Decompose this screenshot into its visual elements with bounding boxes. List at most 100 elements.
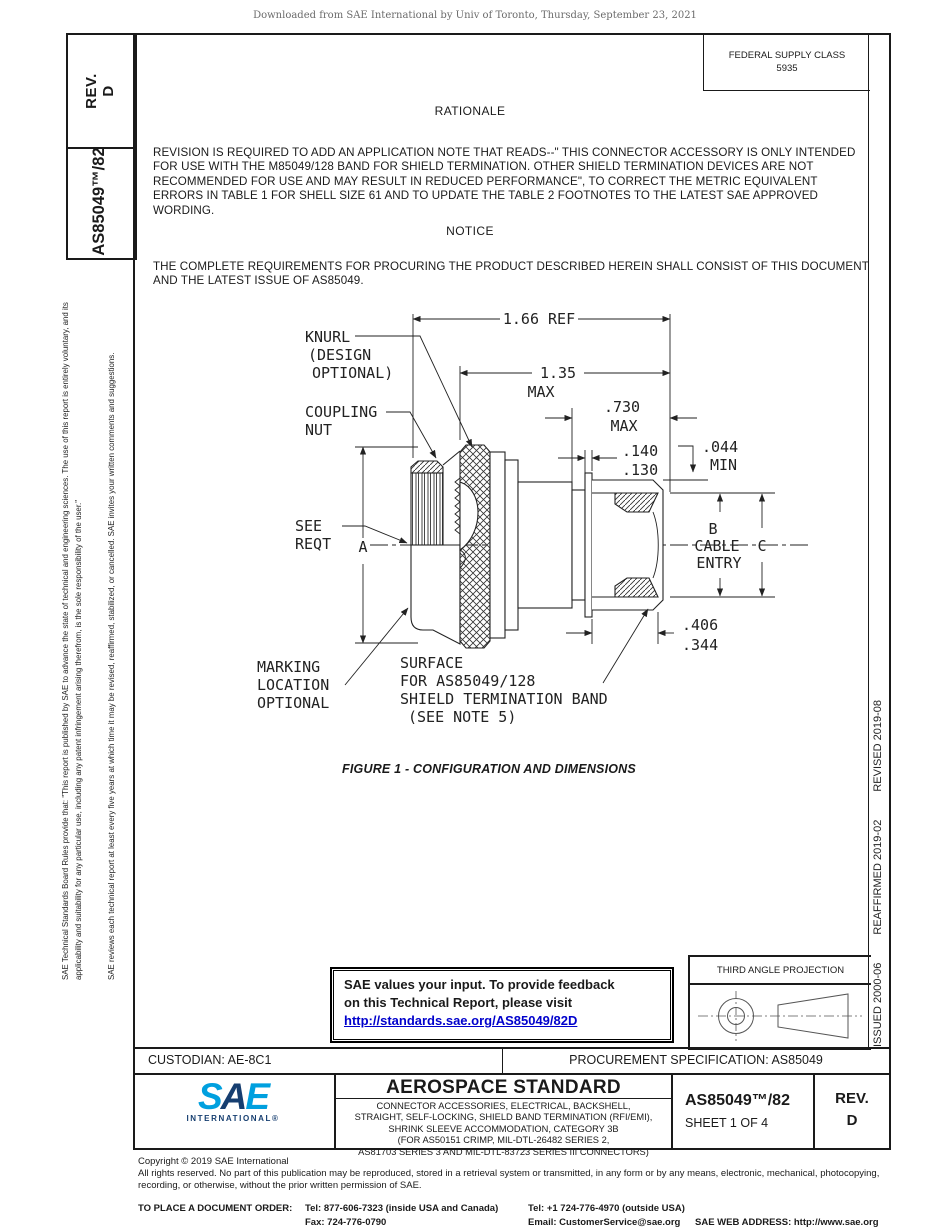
- custodian-row-divider: [502, 1047, 503, 1074]
- title-block-rev: REV. D: [814, 1088, 890, 1132]
- subtitle-line: (FOR AS50151 CRIMP, MIL-DTL-26482 SERIES…: [397, 1135, 610, 1146]
- figure-caption: FIGURE 1 - CONFIGURATION AND DIMENSIONS: [342, 762, 636, 776]
- procurement-cell: PROCUREMENT SPECIFICATION: AS85049: [569, 1053, 823, 1067]
- title-block-rev-value: D: [846, 1112, 858, 1129]
- issued-date: ISSUED 2000-06: [872, 962, 884, 1047]
- dim-044: .044: [702, 438, 738, 456]
- dim-cable: CABLE: [694, 537, 739, 555]
- custodian-row-bottom-border: [133, 1073, 891, 1075]
- dim-406: .406: [682, 616, 718, 634]
- dim-130: .130: [622, 461, 658, 479]
- frame-right-border: [889, 33, 891, 1150]
- label-see-1: SEE: [295, 517, 322, 535]
- footer-web: SAE WEB ADDRESS: http://www.sae.org: [695, 1217, 879, 1228]
- dim-a: A: [358, 538, 367, 556]
- doc-number-box: AS85049™/82: [66, 145, 137, 260]
- dim-044-min: MIN: [710, 456, 737, 474]
- label-knurl-1: KNURL: [305, 328, 350, 346]
- rationale-body: REVISION IS REQUIRED TO ADD AN APPLICATI…: [153, 146, 856, 217]
- label-marking-1: MARKING: [257, 658, 320, 676]
- reaffirmed-date: REAFFIRMED 2019-02: [872, 819, 884, 935]
- dim-135-max: MAX: [527, 383, 554, 401]
- title-block-bottom-border: [133, 1148, 891, 1150]
- dim-344: .344: [682, 636, 718, 654]
- download-banner: Downloaded from SAE International by Uni…: [253, 10, 697, 21]
- subtitle-line: SHRINK SLEEVE ACCOMMODATION, CATEGORY 3B: [388, 1123, 619, 1134]
- coupling-nut-cap-hatch: [410, 460, 444, 474]
- dim-166-ref: 1.66 REF: [503, 310, 575, 328]
- fsc-value: 5935: [776, 62, 798, 74]
- flange-plate: [584, 472, 593, 618]
- right-strip-divider: [868, 33, 869, 1047]
- dim-135: 1.35: [540, 364, 576, 382]
- frame-left-border: [133, 33, 135, 1150]
- label-marking-2: LOCATION: [257, 676, 329, 694]
- legal-paragraph-2: SAE reviews each technical report at lea…: [107, 352, 116, 980]
- dim-b: B: [708, 520, 717, 538]
- sae-logo: SAE INTERNATIONAL®: [133, 1076, 333, 1123]
- federal-supply-class-box: FEDERAL SUPPLY CLASS 5935: [703, 33, 870, 91]
- rev-box: REV. D: [66, 33, 137, 149]
- label-surface-1: SURFACE: [400, 654, 463, 672]
- title-block-doc-number: AS85049™/82: [685, 1092, 790, 1109]
- sae-logo-subtext: INTERNATIONAL®: [186, 1114, 280, 1123]
- label-coupling-2: NUT: [305, 421, 332, 439]
- notice-body: THE COMPLETE REQUIREMENTS FOR PROCURING …: [153, 260, 869, 288]
- third-angle-projection-box: THIRD ANGLE PROJECTION: [688, 955, 871, 1050]
- dim-140: .140: [622, 442, 658, 460]
- legal-paragraph-1: SAE Technical Standards Board Rules prov…: [61, 302, 83, 980]
- figure-1-drawing: 1.66 REF 1.35 MAX .730 MAX .140 .130 .04…: [250, 300, 890, 770]
- label-marking-3: OPTIONAL: [257, 694, 329, 712]
- cable-entry-wall-top: [614, 492, 659, 513]
- label-knurl-3: OPTIONAL): [312, 364, 393, 382]
- label-surface-3: SHIELD TERMINATION BAND: [400, 690, 608, 708]
- dim-730: .730: [604, 398, 640, 416]
- projection-symbol: [698, 991, 862, 1041]
- sae-logo-letters: SAE: [197, 1076, 270, 1117]
- title-block-rev-label: REV.: [835, 1090, 869, 1107]
- label-surface-2: FOR AS85049/128: [400, 672, 535, 690]
- label-knurl-2: (DESIGN: [308, 346, 371, 364]
- footer-email: Email: CustomerService@sae.org: [528, 1217, 681, 1228]
- title-block-divider-1: [334, 1075, 336, 1148]
- title-block-subtitle: CONNECTOR ACCESSORIES, ELECTRICAL, BACKS…: [336, 1101, 671, 1158]
- feedback-link[interactable]: http://standards.sae.org/AS85049/82D: [344, 1013, 578, 1028]
- footer-tel-outside: Tel: +1 724-776-4970 (outside USA): [528, 1203, 685, 1214]
- connector-drawing-svg: 1.66 REF 1.35 MAX .730 MAX .140 .130 .04…: [257, 310, 810, 726]
- washer-plate: [571, 489, 586, 601]
- cable-entry-wall-bottom: [614, 577, 659, 598]
- feedback-line2: on this Technical Report, please visit: [344, 995, 573, 1010]
- subtitle-line: CONNECTOR ACCESSORIES, ELECTRICAL, BACKS…: [376, 1101, 631, 1111]
- footer-copyright: Copyright © 2019 SAE International: [138, 1156, 289, 1167]
- fsc-label: FEDERAL SUPPLY CLASS: [728, 49, 846, 61]
- label-surface-4: (SEE NOTE 5): [408, 708, 516, 726]
- projection-label: THIRD ANGLE PROJECTION: [690, 957, 871, 985]
- title-underline: [336, 1098, 671, 1099]
- footer-fax: Fax: 724-776-0790: [305, 1217, 387, 1228]
- dim-entry: ENTRY: [696, 554, 741, 572]
- footer-order-label: TO PLACE A DOCUMENT ORDER:: [138, 1203, 293, 1214]
- frame-top-border: [66, 33, 891, 35]
- custodian-row-top-border: [133, 1047, 891, 1049]
- title-block-divider-2: [671, 1075, 673, 1148]
- doc-number-vertical: AS85049™/82: [90, 147, 108, 256]
- label-see-2: REQT: [295, 535, 331, 553]
- dim-730-max: MAX: [610, 417, 637, 435]
- feedback-line1: SAE values your input. To provide feedba…: [344, 977, 615, 992]
- footer-rights: All rights reserved. No part of this pub…: [138, 1168, 880, 1191]
- notice-title: NOTICE: [446, 224, 494, 238]
- label-coupling-1: COUPLING: [305, 403, 377, 421]
- title-block-divider-3: [813, 1075, 815, 1148]
- rationale-title: RATIONALE: [434, 104, 506, 118]
- rev-value: D: [99, 85, 117, 97]
- custodian-cell: CUSTODIAN: AE-8C1: [148, 1053, 272, 1067]
- footer-tel-inside: Tel: 877-606-7323 (inside USA and Canada…: [305, 1203, 499, 1214]
- dim-c: C: [757, 537, 766, 555]
- feedback-box: SAE values your input. To provide feedba…: [330, 967, 674, 1043]
- subtitle-line: AS81703 SERIES 3 AND MIL-DTL-83723 SERIE…: [358, 1146, 649, 1157]
- rev-label: REV.: [82, 73, 100, 109]
- title-block-sheet: SHEET 1 OF 4: [685, 1116, 769, 1130]
- subtitle-line: STRAIGHT, SELF-LOCKING, SHIELD BAND TERM…: [354, 1112, 653, 1123]
- legal-text-column-2: SAE reviews each technical report at lea…: [107, 290, 127, 990]
